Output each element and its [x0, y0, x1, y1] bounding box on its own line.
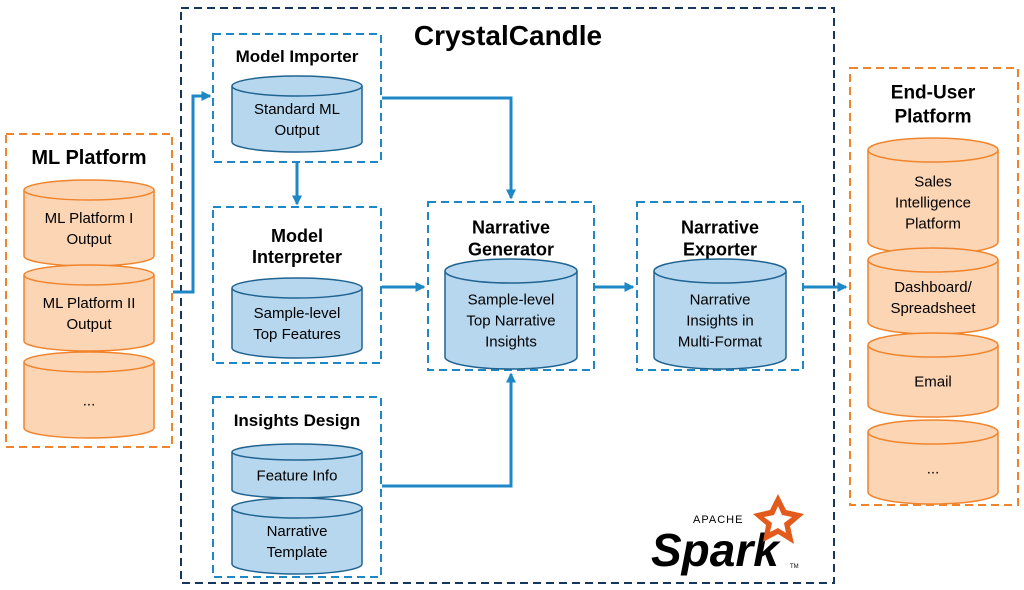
model-importer-box: [212, 33, 382, 163]
flow-arrows: [173, 91, 848, 488]
feature-info-cylinder-label: Feature Info: [257, 467, 338, 484]
narrative-exporter-box: [636, 201, 804, 371]
end-user-cylinder-2: Dashboard/Spreadsheet: [867, 247, 999, 335]
arrow-ml-to-importer: [173, 91, 212, 294]
ml-platform-box: [5, 133, 173, 448]
model-importer-title: Model Importer: [236, 47, 359, 66]
arrow-design-to-generator: [382, 372, 516, 488]
spark-star-inner-icon: [764, 506, 792, 533]
insights-design-title: Insights Design: [234, 411, 361, 430]
crystalcandle-title: CrystalCandle: [414, 20, 602, 51]
ml-platform-cylinder-3: ...: [23, 351, 155, 439]
apache-text: APACHE: [693, 514, 743, 526]
ml-platform-title: ML Platform: [31, 147, 146, 169]
feature-info-cylinder: Feature Info: [231, 443, 363, 499]
narrative-generator-box: [427, 201, 595, 371]
model-interpreter-box: [212, 206, 382, 364]
spark-tm-text: TM: [790, 564, 799, 570]
end-user-cylinder-2-label: Dashboard/Spreadsheet: [890, 279, 976, 317]
apache-spark-logo: APACHE Spark TM: [651, 494, 804, 576]
arrow-importer-to-generator: [382, 96, 516, 200]
end-user-platform-box: [849, 67, 1019, 506]
end-user-cylinder-4: ...: [867, 419, 999, 505]
end-user-cylinder-3-label: Email: [914, 373, 952, 390]
spark-text: Spark: [651, 524, 781, 576]
end-user-cylinder-3: Email: [867, 332, 999, 418]
insights-design-box: [212, 396, 382, 578]
end-user-cylinder-4-label: ...: [927, 460, 940, 477]
ml-platform-cylinder-3-label: ...: [83, 392, 96, 409]
crystalcandle-container: [180, 7, 835, 584]
